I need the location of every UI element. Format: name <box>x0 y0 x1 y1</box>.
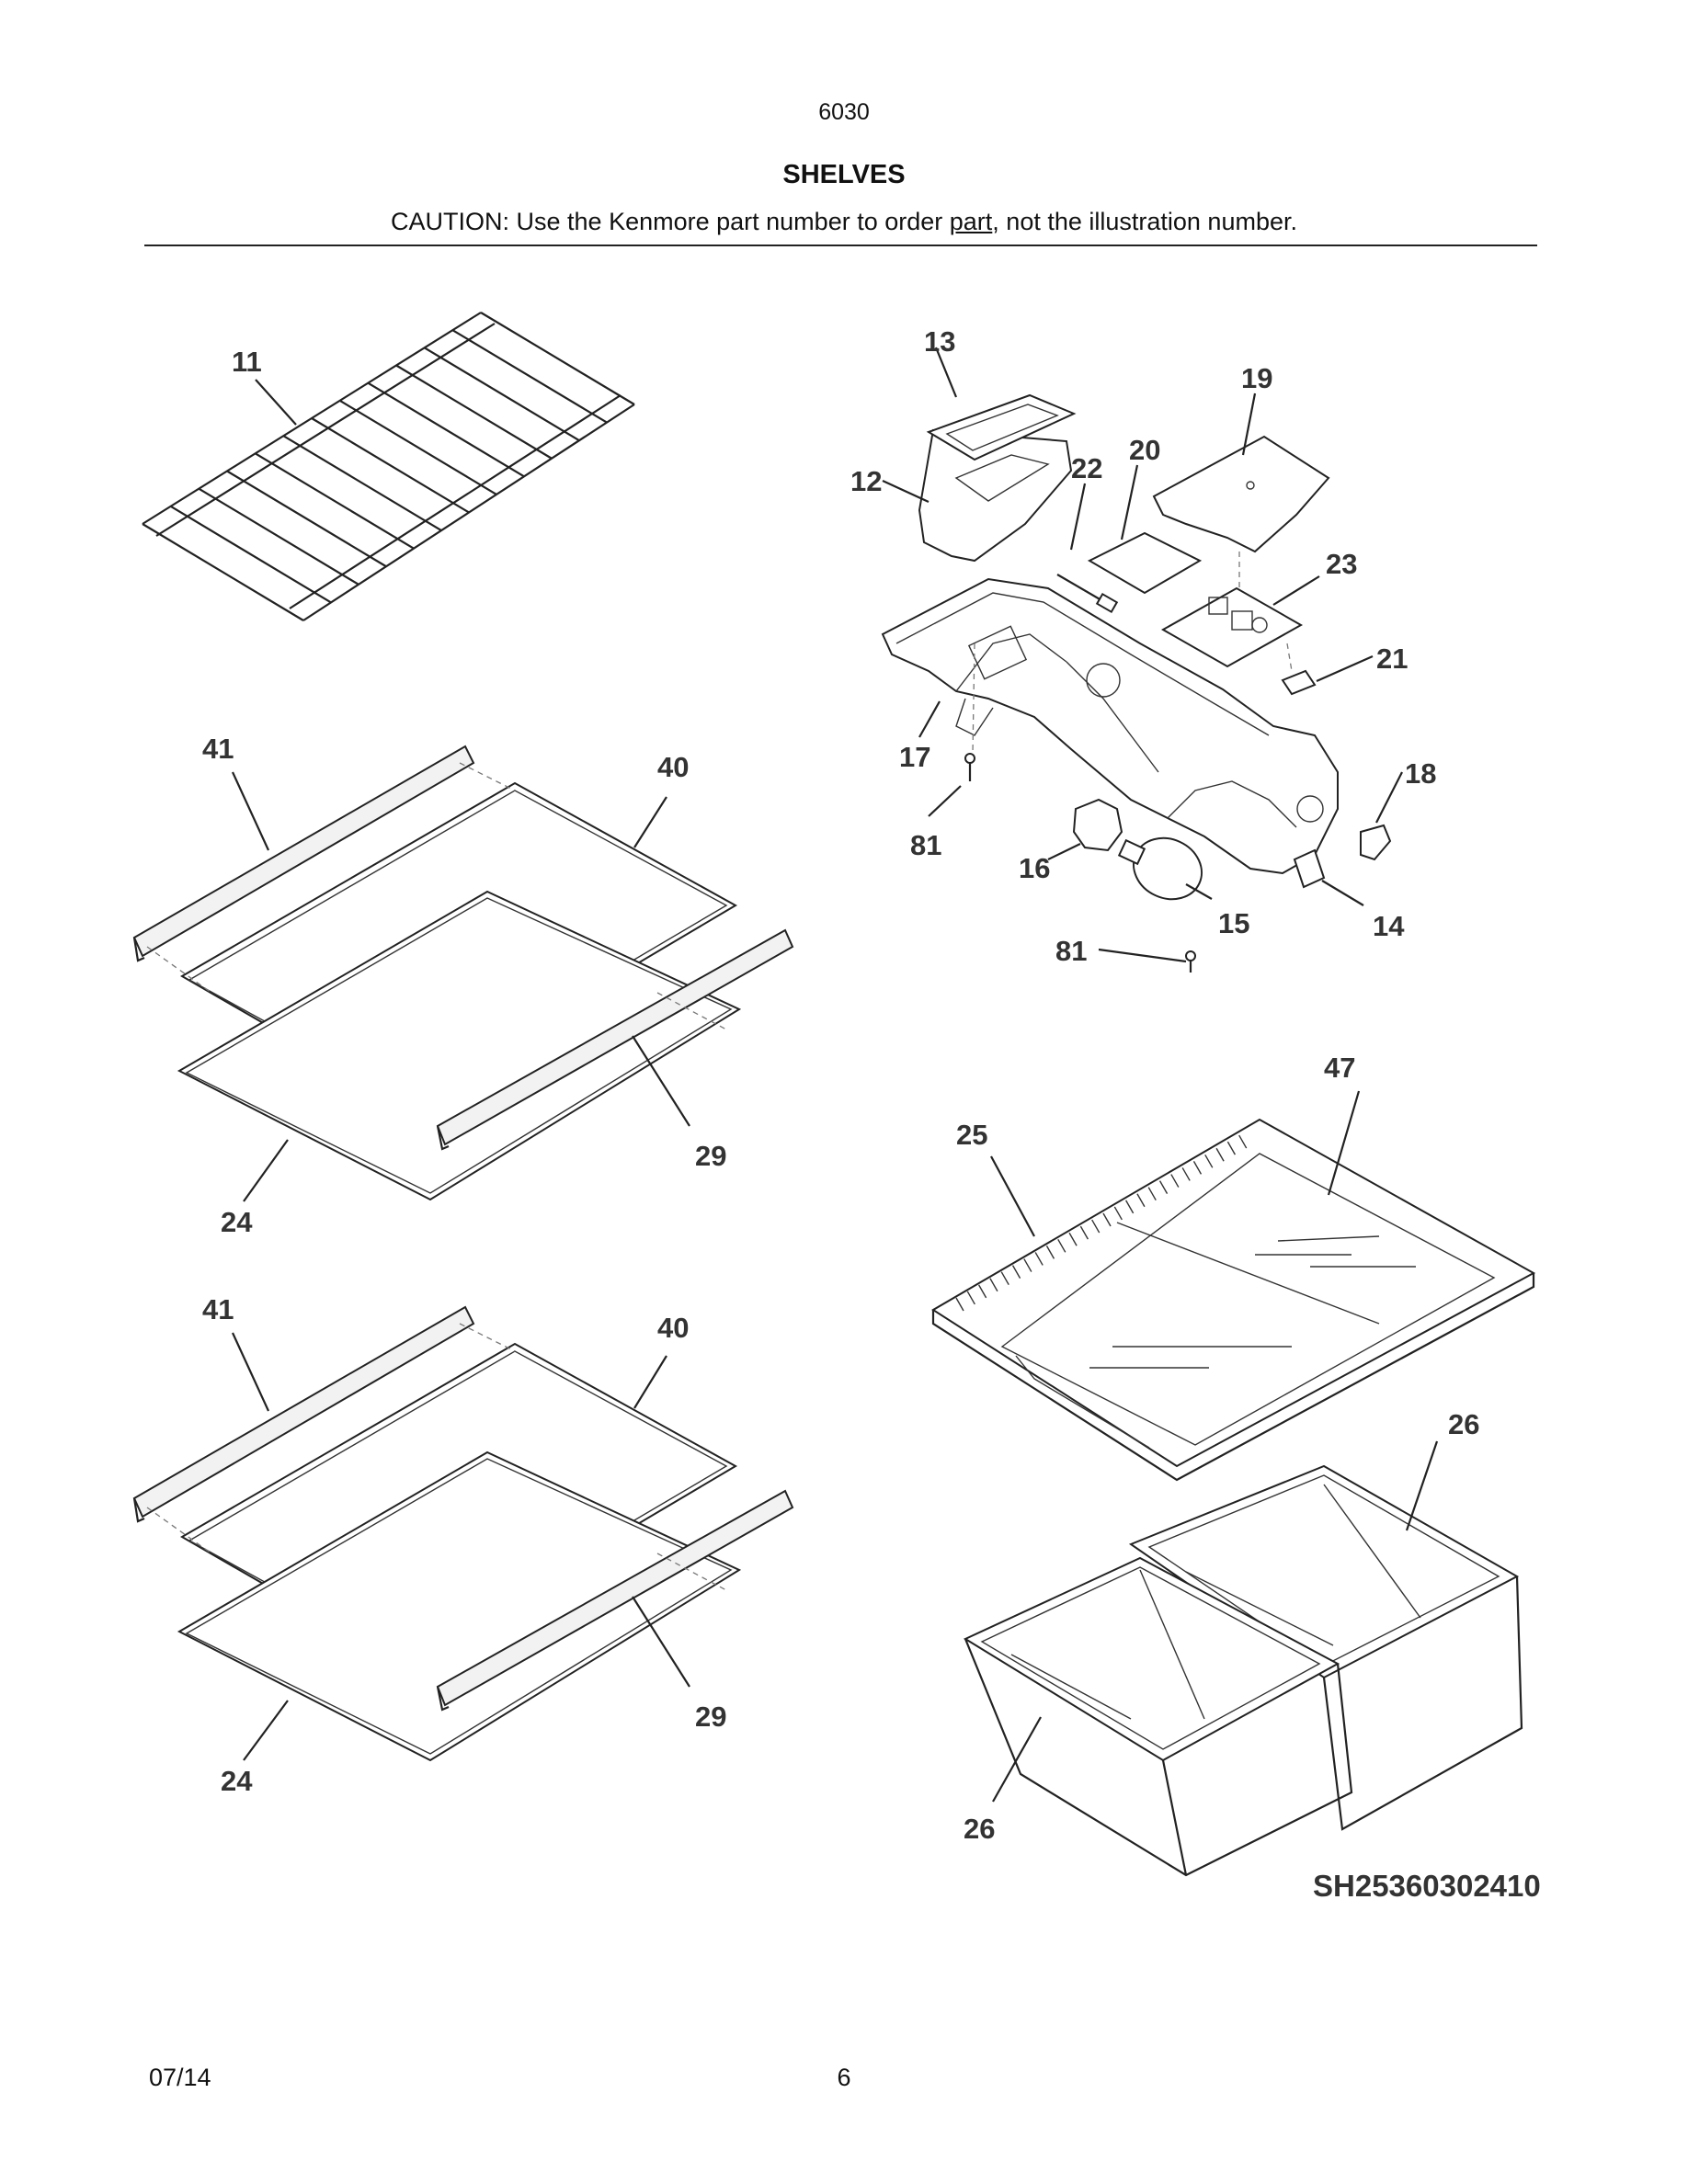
grill-slot <box>1102 1212 1112 1227</box>
wire-shelf-bar <box>198 487 359 586</box>
callout-41-upper: 41 <box>202 733 234 765</box>
callout-25: 25 <box>956 1119 987 1151</box>
callout-19: 19 <box>1241 362 1272 394</box>
grill-slot <box>989 1278 998 1292</box>
light-bulb-part <box>1117 836 1203 901</box>
callout-23: 23 <box>1326 548 1357 580</box>
callout-40-lower: 40 <box>657 1312 689 1344</box>
grill-slot <box>1147 1187 1157 1201</box>
caution-underlined-word: part <box>949 208 993 235</box>
grill-slot <box>1000 1271 1009 1286</box>
grill-slot <box>1034 1252 1044 1266</box>
grill-slot <box>1079 1225 1089 1240</box>
callout-26-right: 26 <box>1448 1408 1479 1440</box>
page-number: 6 <box>837 2064 851 2091</box>
wire-shelf-bar <box>424 347 580 442</box>
glass-shelf-part-upper <box>132 745 794 1201</box>
callout-40-upper: 40 <box>657 751 689 783</box>
header-rule <box>144 245 1537 246</box>
grill-slot <box>1204 1154 1214 1168</box>
diagram-code: SH25360302410 <box>1313 1869 1541 1903</box>
page-title: SHELVES <box>782 160 906 189</box>
wire-shelf-bar <box>170 505 332 604</box>
callout-13: 13 <box>924 325 955 358</box>
grill-slot <box>978 1284 987 1299</box>
grill-slot <box>1068 1232 1078 1246</box>
callout-24-lower: 24 <box>221 1765 253 1797</box>
callout-26-left: 26 <box>964 1813 995 1845</box>
grill-slot <box>1226 1141 1236 1155</box>
light-housing-part <box>881 577 1339 875</box>
callout-22: 22 <box>1071 452 1102 484</box>
grill-slot <box>1113 1206 1123 1221</box>
glass-shelf-part-lower <box>132 1305 794 1762</box>
callout-20: 20 <box>1129 434 1160 466</box>
light-socket-part <box>1072 798 1123 852</box>
callout-16: 16 <box>1019 852 1050 884</box>
grill-slot <box>1011 1265 1021 1279</box>
housing-cover-part <box>918 428 1073 563</box>
grill-slot <box>1125 1200 1135 1214</box>
grill-slot <box>1170 1174 1180 1188</box>
callout-24-upper: 24 <box>221 1206 253 1238</box>
wire-shelf-bar <box>395 364 553 460</box>
crisper-drawer-part-left <box>963 1556 1353 1877</box>
callout-29-lower: 29 <box>695 1701 726 1733</box>
wire-shelf-bar <box>282 435 442 532</box>
callout-18: 18 <box>1405 757 1436 790</box>
wire-shelf-bar <box>226 470 387 568</box>
model-number: 6030 <box>818 99 870 125</box>
screw-part-lower <box>1185 950 1196 973</box>
grill-slot <box>1136 1193 1146 1208</box>
wire-shelf-bar <box>451 329 608 424</box>
callout-81-upper: 81 <box>910 829 941 861</box>
small-board-part <box>1087 531 1203 595</box>
light-shield-part <box>926 393 1077 461</box>
wire-shelf-bar <box>339 399 497 495</box>
control-board-part <box>1160 586 1304 668</box>
callout-14: 14 <box>1373 910 1405 942</box>
knob-part <box>1360 824 1392 861</box>
caution-note: CAUTION: Use the Kenmore part number to … <box>0 208 1688 236</box>
callout-81-lower: 81 <box>1055 935 1087 967</box>
grill-slot <box>1181 1167 1191 1181</box>
callout-17: 17 <box>899 741 930 773</box>
wire-harness-part <box>1056 574 1119 614</box>
grill-slot <box>966 1291 975 1305</box>
caution-text-end: , not the illustration number. <box>992 208 1297 235</box>
wire-shelf-part <box>142 312 635 621</box>
wire-shelf-bar <box>255 452 415 550</box>
light-switch-part <box>1293 848 1326 889</box>
grill-slot <box>1192 1161 1203 1175</box>
grill-slot <box>1045 1246 1055 1259</box>
callout-29-upper: 29 <box>695 1140 726 1172</box>
cover-plate-part <box>1152 435 1330 553</box>
callout-11: 11 <box>232 346 262 378</box>
callout-47: 47 <box>1324 1052 1355 1084</box>
wire-shelf-bar <box>311 417 470 514</box>
grill-slot <box>955 1297 964 1312</box>
callout-15: 15 <box>1218 907 1249 939</box>
grill-slot <box>1215 1147 1225 1162</box>
footer-date: 07/14 <box>149 2064 211 2091</box>
grill-slot <box>1091 1219 1101 1234</box>
callout-41-lower: 41 <box>202 1293 234 1325</box>
grill-slot <box>1057 1238 1066 1253</box>
grill-slot <box>1238 1134 1248 1149</box>
grill-slot <box>1023 1258 1032 1272</box>
connector-part <box>1281 669 1317 696</box>
screw-part-upper <box>964 753 975 781</box>
caution-text-start: CAUTION: Use the Kenmore part number to … <box>391 208 950 235</box>
leader-lines <box>232 347 1439 1803</box>
grill-slot <box>1158 1180 1169 1194</box>
callout-labels: 11 13 12 22 20 19 23 21 17 18 81 16 15 1… <box>202 325 1479 1845</box>
crisper-cover-part <box>931 1118 1536 1482</box>
wire-shelf-bar <box>367 381 525 478</box>
callout-21: 21 <box>1376 643 1408 675</box>
callout-12: 12 <box>850 465 882 497</box>
